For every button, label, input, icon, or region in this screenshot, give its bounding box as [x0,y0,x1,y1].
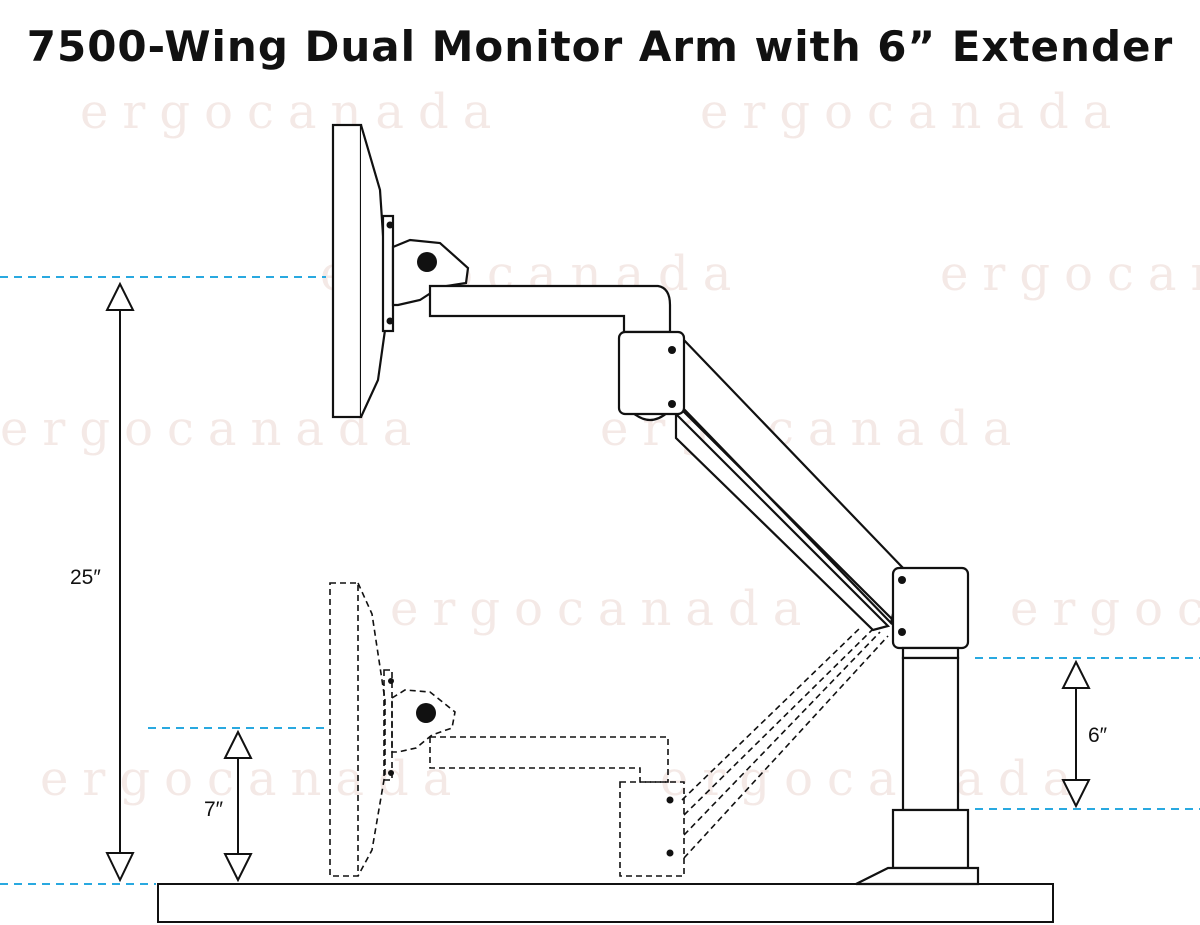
vesa-plate [381,214,395,333]
lowered-monitor-back [357,582,386,877]
watermark: ergocanada ergocanada ergocanada ergocan… [0,84,1200,807]
lowered-height-dimension [223,729,253,883]
lowered-height-label: 7″ [204,798,224,821]
guide-lines [0,276,1200,885]
lowered-arm-position [329,582,889,877]
pivot-bolt [417,252,437,272]
arrow-up-icon [105,281,135,311]
lowered-monitor-screen [329,582,359,877]
raised-height-label: 25″ [70,566,101,589]
screw [898,576,906,584]
watermark-text: ergocanada [1010,581,1200,637]
monitor-back [359,124,387,418]
arrow-down-icon [1061,779,1091,809]
desk-surface [157,883,1054,923]
lowered-pivot-bolt [416,703,436,723]
raised-height-dimension [105,281,135,883]
watermark-text: ergocanada [40,751,465,807]
monitor-screen [331,123,363,419]
arrow-up-icon [223,729,253,759]
arrow-down-icon [223,853,253,883]
raised-arm-position [331,123,980,886]
watermark-text: ergocanada [660,751,1085,807]
lowered-upper-strut [683,629,873,816]
forearm [428,284,672,334]
screw [668,400,676,408]
screw [666,796,674,804]
pole-base-collar [891,808,970,870]
extender-pole [901,656,960,812]
watermark-text: ergocanada [80,84,505,140]
lowered-lower-strut [683,631,881,836]
screw [386,317,394,325]
watermark-text: ergocanada [940,246,1200,302]
desk-clamp [855,866,980,886]
arrow-up-icon [1061,659,1091,689]
extender-label: 6″ [1088,724,1108,747]
watermark-text: ergocanada [700,84,1125,140]
lowered-elbow-joint [619,781,685,877]
lowered-tilt-head [391,689,456,753]
arrow-down-icon [105,852,135,883]
lower-strut [674,411,891,632]
screw [668,346,676,354]
extender-dimension [1061,659,1091,809]
lowered-forearm [429,736,669,783]
pole-collar [901,646,960,660]
screw [898,628,906,636]
diagram-title: 7500-Wing Dual Monitor Arm with 6” Exten… [26,22,1174,71]
screw [386,221,394,229]
lowered-lower-strut [683,635,889,859]
screw [388,678,394,684]
screw [388,770,394,776]
watermark-text: ergocanada [390,581,815,637]
lowered-upper-strut [681,627,861,801]
elbow-joint [617,330,686,416]
strut-divider [679,407,894,621]
screw [666,849,674,857]
